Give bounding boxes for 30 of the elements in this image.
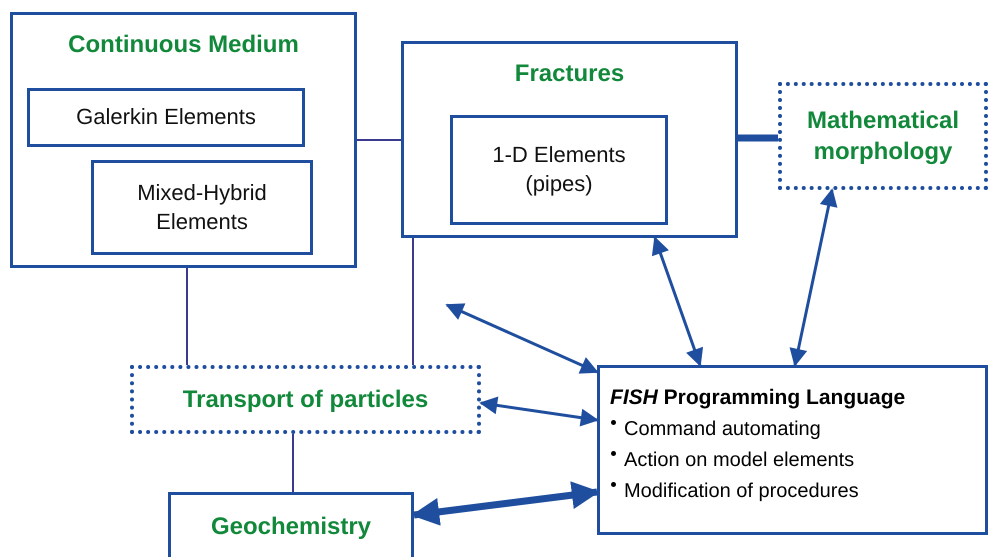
connector-line bbox=[186, 268, 188, 365]
double-arrow bbox=[790, 188, 838, 367]
bullet-text: Modification of procedures bbox=[624, 480, 859, 503]
connector-line bbox=[738, 134, 778, 142]
label-text: 1-D Elements (pipes) bbox=[491, 141, 627, 198]
double-arrow bbox=[445, 303, 599, 374]
group-box bbox=[10, 12, 357, 268]
group-box bbox=[401, 41, 738, 238]
language-box bbox=[597, 365, 988, 535]
bullet-text: Action on model elements bbox=[624, 449, 854, 472]
double-arrow bbox=[479, 396, 599, 427]
label-text: Mixed-Hybrid Elements bbox=[136, 178, 268, 236]
element-box bbox=[450, 115, 668, 225]
double-arrow bbox=[652, 236, 704, 367]
connector-line bbox=[412, 238, 414, 365]
heading-text: FISH Programming Language bbox=[610, 385, 906, 411]
process-box bbox=[168, 492, 414, 557]
connector-line bbox=[357, 139, 401, 141]
label-text: Galerkin Elements bbox=[75, 103, 257, 132]
heading-text: Continuous Medium bbox=[67, 30, 300, 60]
connector-line bbox=[292, 434, 294, 492]
dotted-box bbox=[778, 82, 988, 190]
element-box bbox=[91, 160, 313, 255]
heading-text: Fractures bbox=[514, 59, 626, 89]
heading-text: Mathematical morphology bbox=[806, 106, 960, 167]
dotted-box bbox=[130, 365, 481, 434]
element-box bbox=[27, 88, 305, 147]
bullet-text: Command automating bbox=[624, 418, 821, 441]
heading-text: Transport of particles bbox=[182, 384, 430, 415]
heading-text: Geochemistry bbox=[210, 512, 372, 542]
